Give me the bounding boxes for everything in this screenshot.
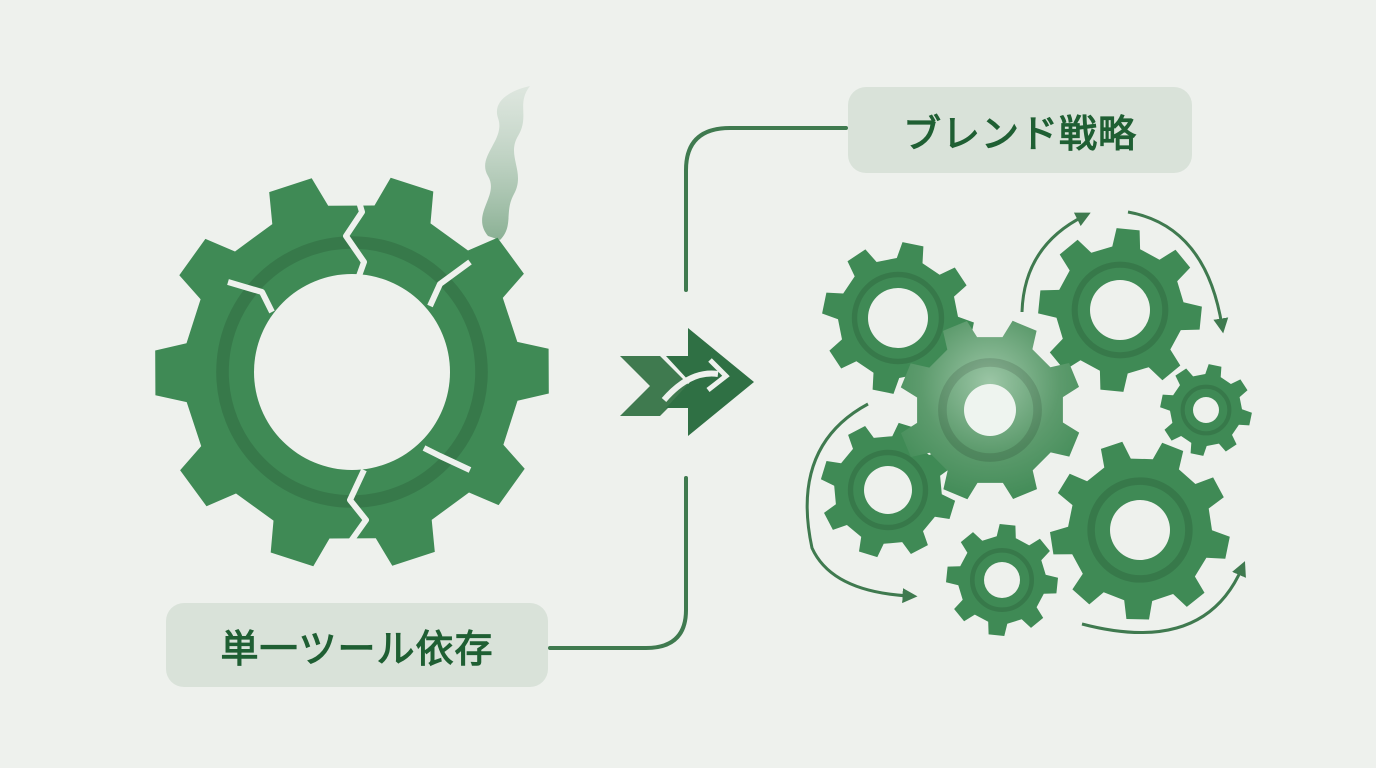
gear-cluster-icon [820,228,1252,636]
cluster-gear-left [820,422,956,558]
gear-crack-3 [227,279,275,314]
gear-crack-2 [343,468,369,574]
cluster-gear-top-right [1038,228,1202,392]
gear-crack-1 [343,177,367,292]
cycle-arrow-left [805,402,918,604]
cluster-gear-bottom-small [946,524,1058,636]
cycle-arrow-top-left [1020,212,1091,313]
cluster-gear-center [900,320,1080,500]
cycle-arrow-bottom-right [1081,561,1246,635]
gear-crack-5 [422,445,472,473]
broken-gear-icon [155,177,549,574]
gear-crack-4 [427,259,472,308]
cluster-gear-bottom-right [1050,441,1230,620]
connector-line-top [684,126,848,292]
blend-strategy-label-text: ブレンド戦略 [902,111,1137,156]
single-tool-label: 単一ツール依存 [166,603,548,687]
connector-line-bottom [548,476,688,650]
single-tool-label-text: 単一ツール依存 [220,626,494,671]
cluster-gear-top-left [822,242,974,394]
transition-arrow-icon [620,328,754,436]
cluster-gear-small-right [1160,364,1252,456]
cycle-arrow-top-right [1127,210,1229,334]
smoke-icon [482,86,530,240]
blend-strategy-label: ブレンド戦略 [848,87,1192,173]
